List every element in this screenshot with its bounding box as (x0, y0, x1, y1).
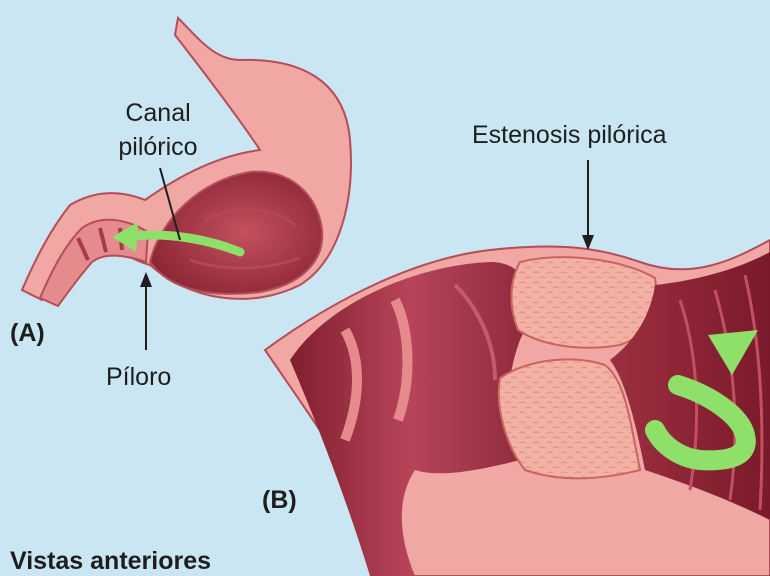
caption: Vistas anteriores (10, 546, 211, 576)
label-canal-line1: Canal (108, 98, 208, 128)
label-piloro: Píloro (106, 362, 171, 392)
stenosis-b (265, 240, 770, 576)
label-canal-line2: pilórico (108, 132, 208, 162)
label-panel-b: (B) (262, 485, 297, 515)
piloro-arrowhead (140, 272, 152, 287)
label-estenosis: Estenosis pilórica (472, 120, 667, 150)
upper-muscle (511, 257, 656, 347)
stomach-a (22, 18, 351, 306)
label-panel-a: (A) (10, 318, 45, 348)
